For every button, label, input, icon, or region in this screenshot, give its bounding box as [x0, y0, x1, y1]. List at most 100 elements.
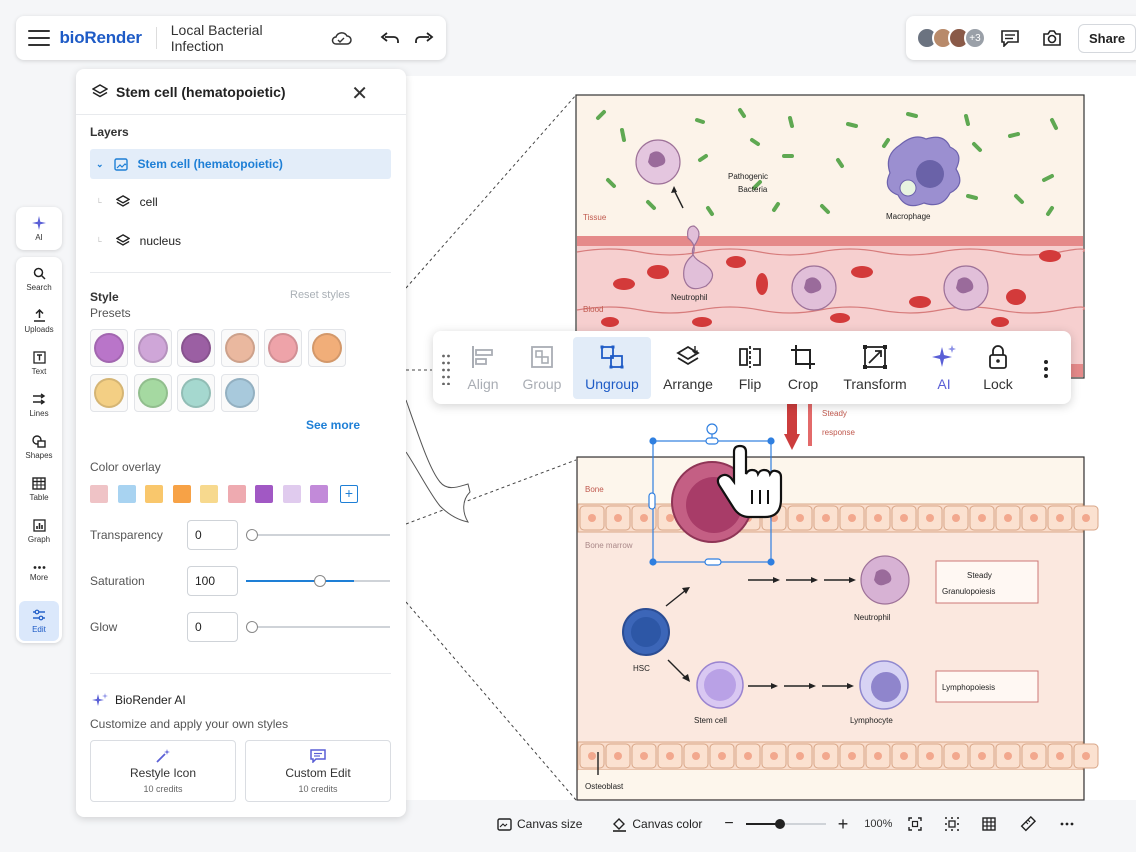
- style-preset[interactable]: [177, 374, 215, 412]
- grid-icon[interactable]: [982, 817, 997, 831]
- undo-icon[interactable]: [380, 31, 400, 45]
- style-preset[interactable]: [220, 329, 259, 367]
- reset-styles-button[interactable]: Reset styles: [290, 289, 350, 301]
- overlay-color-swatch[interactable]: [145, 485, 163, 503]
- bone-cell-nucleus: [692, 752, 700, 760]
- zoom-level[interactable]: 100%: [864, 818, 893, 830]
- saturation-label: Saturation: [90, 574, 145, 588]
- transparency-slider[interactable]: [246, 529, 390, 541]
- more-icon[interactable]: [1060, 822, 1074, 826]
- app-logo[interactable]: bioRender: [59, 28, 142, 47]
- saturation-input[interactable]: 100: [187, 566, 238, 596]
- rail-item-edit[interactable]: Edit: [19, 601, 59, 641]
- layer-item-nucleus[interactable]: └ nucleus: [90, 226, 391, 256]
- rail-item-uploads[interactable]: Uploads: [16, 301, 62, 341]
- preset-circle: [311, 333, 342, 363]
- slider-handle[interactable]: [314, 575, 326, 587]
- style-preset[interactable]: [307, 329, 346, 367]
- sparkle-icon: [932, 345, 956, 367]
- rail-item-shapes[interactable]: Shapes: [16, 427, 62, 467]
- group-button[interactable]: Group: [517, 337, 567, 399]
- rail-item-more[interactable]: More: [16, 553, 62, 593]
- rail-item-text[interactable]: Text: [16, 343, 62, 383]
- fit-screen-icon[interactable]: [908, 817, 923, 831]
- more-collaborators-badge[interactable]: +3: [964, 27, 986, 49]
- rail-item-search[interactable]: Search: [16, 259, 62, 299]
- overlay-color-swatch[interactable]: [282, 485, 301, 503]
- snap-icon[interactable]: [944, 816, 960, 832]
- share-button[interactable]: Share: [1078, 23, 1136, 53]
- ungroup-button[interactable]: Ungroup: [573, 337, 651, 399]
- label-lymphocyte: Lymphocyte: [850, 716, 893, 725]
- canvas-color-button[interactable]: Canvas color: [612, 817, 702, 832]
- style-preset[interactable]: [220, 374, 259, 412]
- ruler-icon[interactable]: [1020, 816, 1037, 832]
- zoom-slider[interactable]: [745, 817, 826, 831]
- redo-icon[interactable]: [414, 31, 434, 45]
- glow-slider[interactable]: [246, 621, 390, 633]
- selection-box[interactable]: [648, 423, 775, 566]
- slider-handle[interactable]: [246, 529, 258, 541]
- top-right-bar: +3 Share: [906, 16, 1136, 60]
- zoom-in-button[interactable]: +: [837, 813, 849, 834]
- drag-handle-icon[interactable]: [441, 353, 451, 390]
- ai-button[interactable]: AI: [929, 337, 959, 399]
- zoom-slider-handle[interactable]: [774, 819, 785, 829]
- overlay-color-swatch[interactable]: [90, 485, 108, 503]
- bone-cell-nucleus: [770, 752, 778, 760]
- saturation-slider[interactable]: [246, 575, 390, 587]
- lock-button[interactable]: Lock: [979, 337, 1017, 399]
- canvas-size-button[interactable]: Canvas size: [497, 817, 582, 831]
- camera-icon[interactable]: [1042, 29, 1062, 47]
- transform-button[interactable]: Transform: [837, 337, 913, 399]
- overlay-color-swatch[interactable]: [172, 485, 191, 503]
- crop-button[interactable]: Crop: [781, 337, 825, 399]
- slider-handle[interactable]: [246, 621, 258, 633]
- overlay-color-swatch[interactable]: [200, 485, 218, 503]
- top-bar: bioRender Local Bacterial Infection: [16, 16, 446, 60]
- layer-item-cell[interactable]: └ cell: [90, 187, 391, 217]
- arrange-button[interactable]: Arrange: [659, 337, 717, 399]
- layer-item-stem-cell[interactable]: ⌄ Stem cell (hematopoietic): [90, 149, 391, 179]
- rail-ai-button[interactable]: AI: [16, 207, 62, 250]
- chevron-down-icon[interactable]: ⌄: [96, 158, 104, 169]
- document-title[interactable]: Local Bacterial Infection: [170, 22, 263, 54]
- menu-icon[interactable]: [28, 30, 50, 46]
- canvas-size-label: Canvas size: [517, 817, 583, 831]
- paint-bucket-icon: [613, 817, 627, 832]
- sparkle-icon: [32, 215, 46, 230]
- add-color-button[interactable]: +: [340, 485, 358, 503]
- style-preset[interactable]: [90, 374, 128, 412]
- custom-edit-button[interactable]: Custom Edit 10 credits: [245, 740, 391, 802]
- overlay-color-swatch[interactable]: [227, 485, 246, 503]
- table-icon: [32, 476, 46, 490]
- arrange-icon: [676, 345, 700, 366]
- cloud-sync-icon[interactable]: [330, 30, 352, 46]
- glow-input[interactable]: 0: [187, 612, 238, 642]
- toolbar-label: Lock: [983, 376, 1013, 392]
- transparency-input[interactable]: 0: [187, 520, 238, 550]
- rail-ai-label: AI: [35, 232, 43, 242]
- style-preset[interactable]: [133, 374, 172, 412]
- see-more-link[interactable]: See more: [306, 418, 361, 432]
- flip-button[interactable]: Flip: [731, 337, 769, 399]
- rail-item-lines[interactable]: Lines: [16, 385, 62, 425]
- overlay-color-swatch[interactable]: [310, 485, 328, 503]
- overlay-color-swatch[interactable]: [255, 485, 273, 503]
- rail-item-table[interactable]: Table: [16, 469, 62, 509]
- style-preset[interactable]: [177, 329, 215, 367]
- style-preset[interactable]: [264, 329, 302, 367]
- close-icon[interactable]: ✕: [351, 83, 368, 105]
- restyle-icon-button[interactable]: Restyle Icon 10 credits: [90, 740, 236, 802]
- align-button[interactable]: Align: [461, 337, 505, 399]
- bone-cell-nucleus: [796, 752, 804, 760]
- overlay-color-swatch[interactable]: [117, 485, 136, 503]
- collaborators[interactable]: +3: [916, 27, 986, 49]
- label-box1-line1: Steady: [967, 571, 992, 580]
- rail-item-graph[interactable]: Graph: [16, 511, 62, 551]
- more-options-icon[interactable]: [1043, 359, 1049, 384]
- style-preset[interactable]: [133, 329, 172, 367]
- comment-icon[interactable]: [1000, 29, 1020, 47]
- zoom-out-button[interactable]: −: [724, 815, 734, 832]
- style-preset[interactable]: [90, 329, 128, 367]
